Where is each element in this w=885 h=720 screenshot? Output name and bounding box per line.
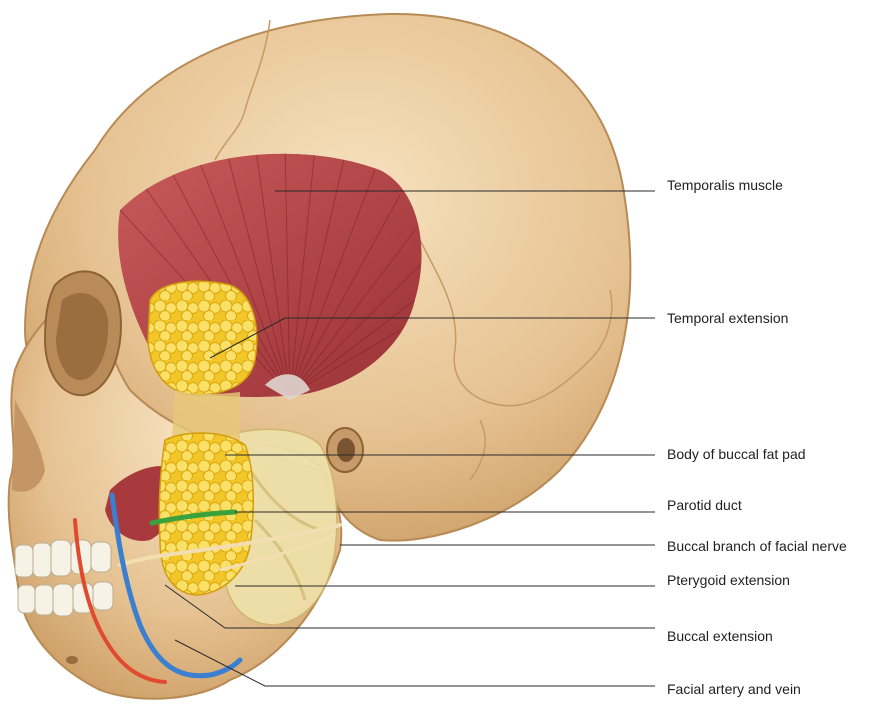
temporal-extension-fat	[148, 281, 257, 395]
label-temporal-extension: Temporal extension	[667, 310, 788, 326]
label-buccal-branch-facial-nerve: Buccal branch of facial nerve	[667, 538, 847, 554]
label-parotid-duct: Parotid duct	[667, 497, 742, 513]
label-body-of-buccal-fat-pad: Body of buccal fat pad	[667, 446, 806, 462]
label-buccal-extension: Buccal extension	[667, 628, 773, 644]
label-temporalis-muscle: Temporalis muscle	[667, 177, 783, 193]
label-facial-artery-and-vein: Facial artery and vein	[667, 681, 801, 697]
label-pterygoid-extension: Pterygoid extension	[667, 572, 790, 588]
